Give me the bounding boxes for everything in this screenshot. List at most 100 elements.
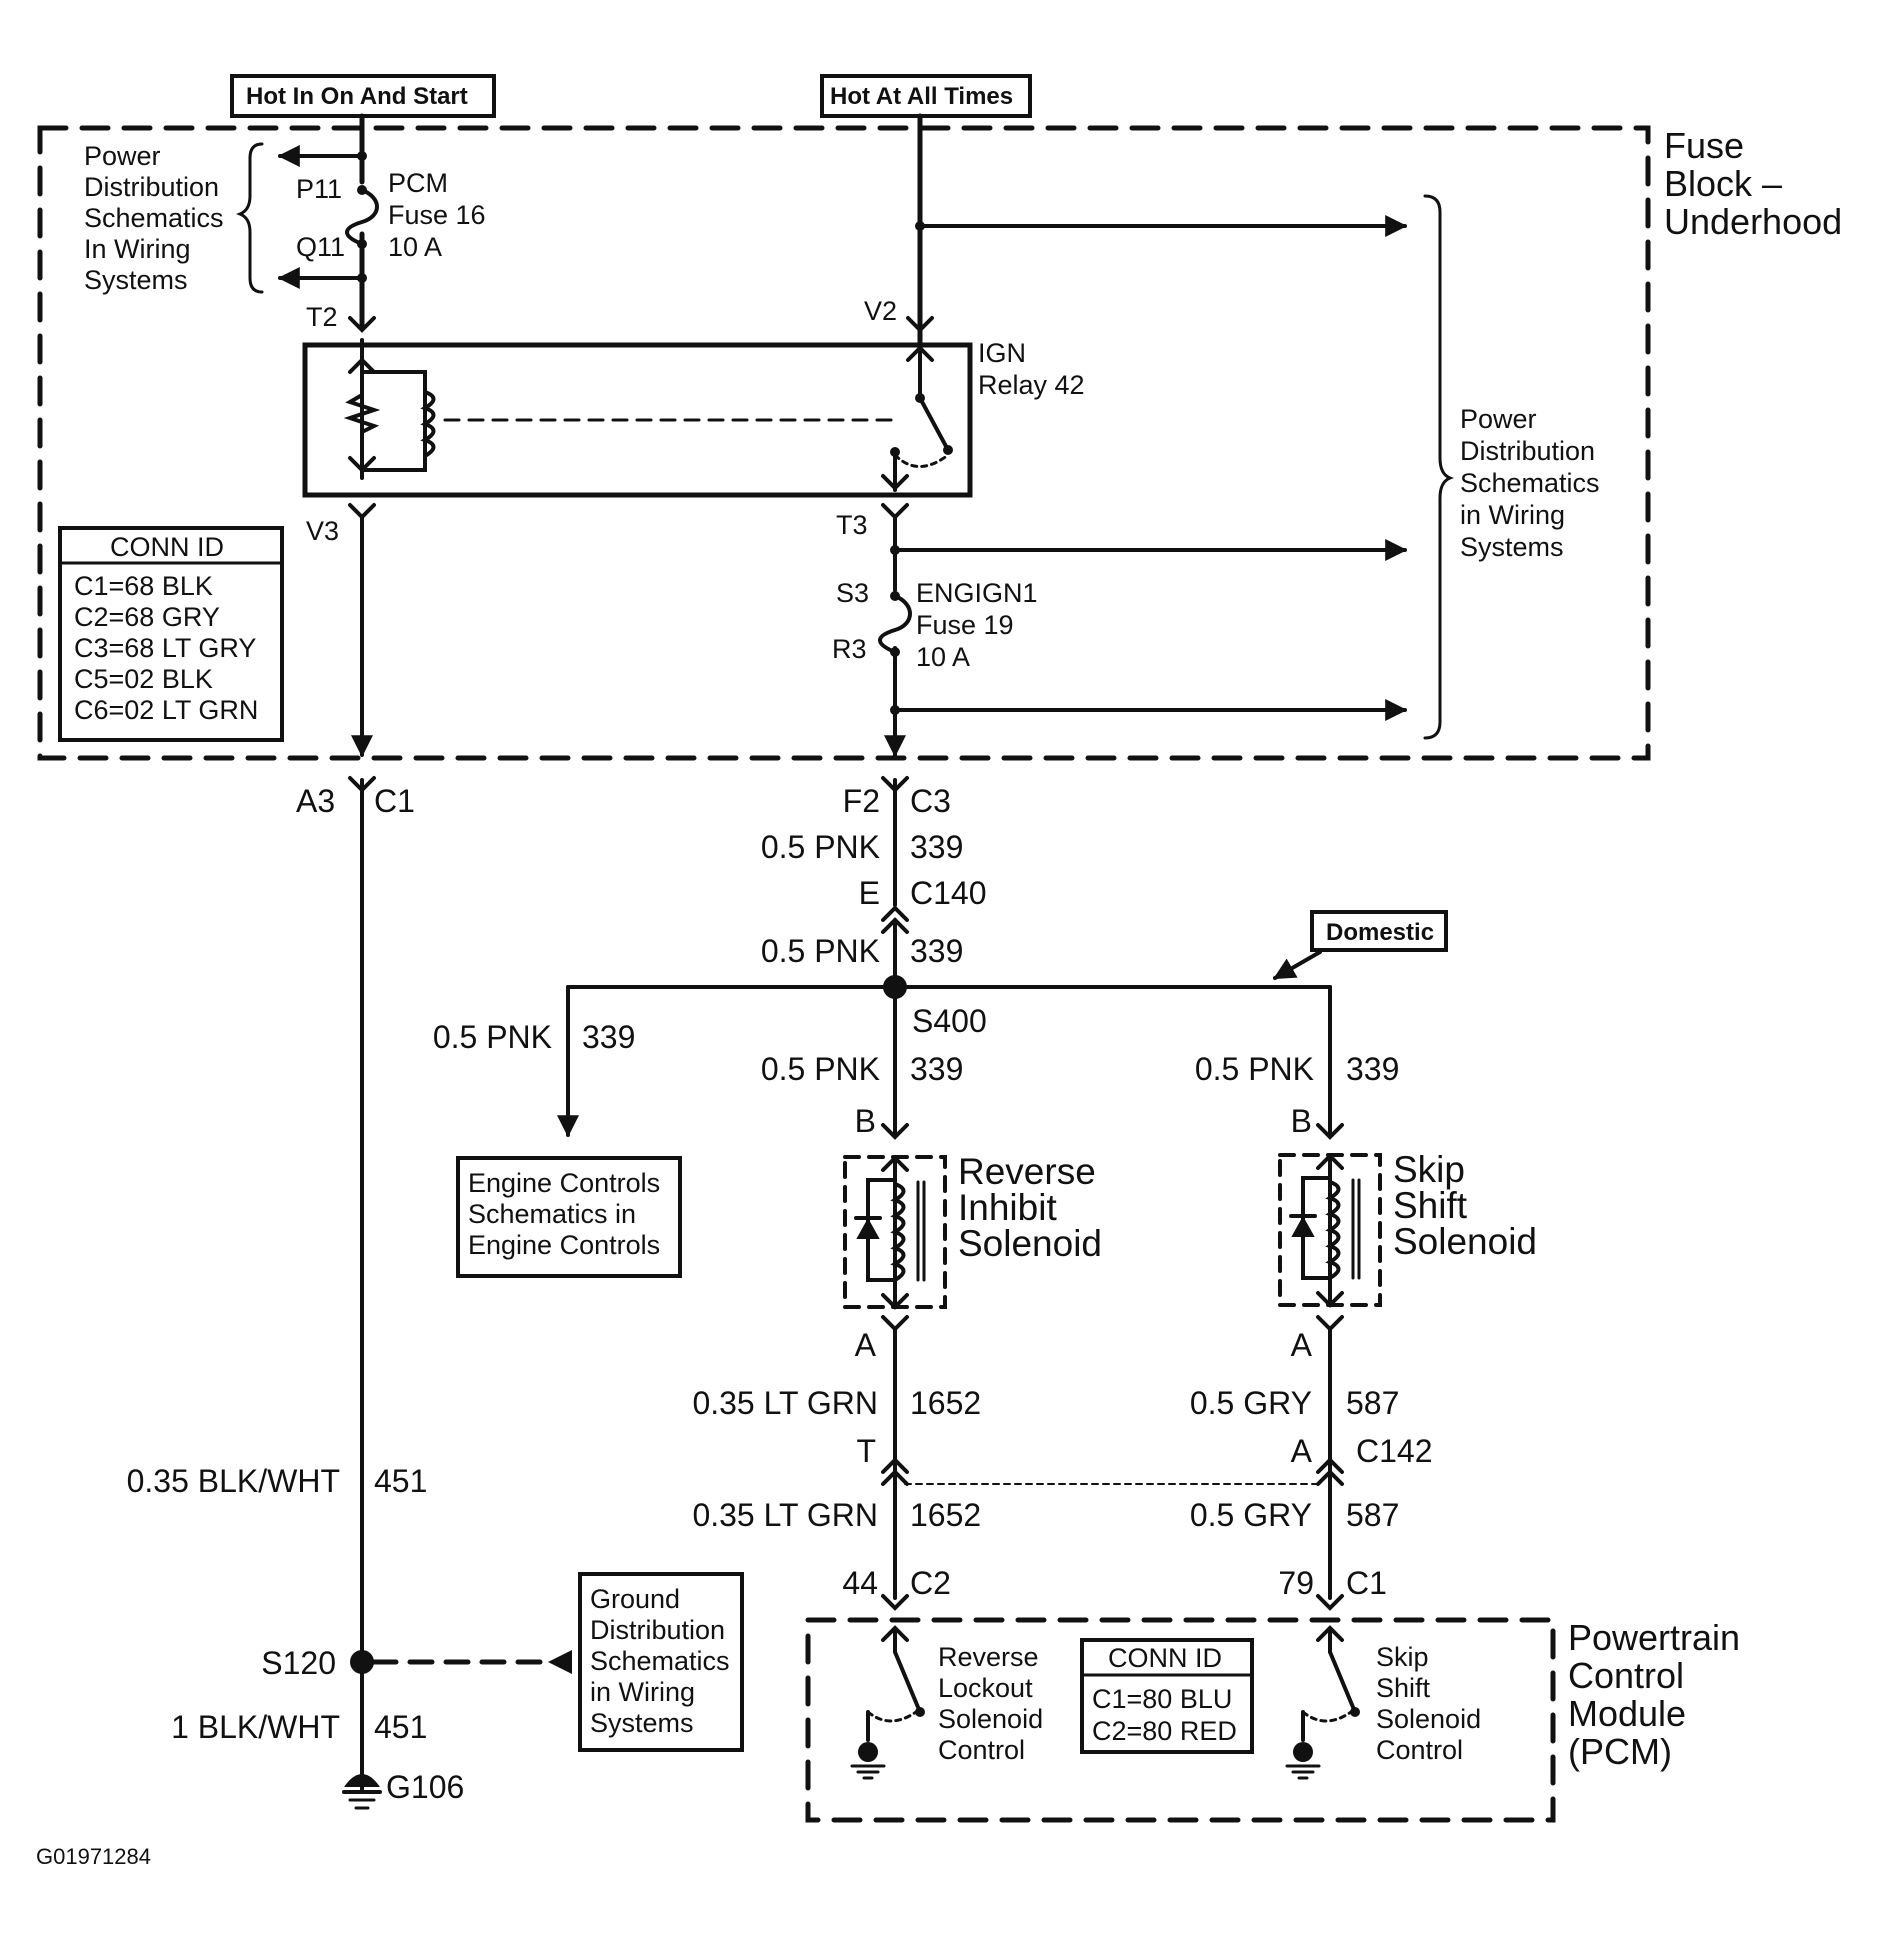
wire-587-color-1: 0.5 GRY	[1190, 1385, 1312, 1421]
pin-q11: Q11	[296, 232, 345, 262]
relay-resistor	[343, 393, 381, 434]
wire-339-color-1: 0.5 PNK	[761, 829, 880, 865]
skip-solenoid-coil	[1325, 1180, 1341, 1280]
svg-text:in Wiring: in Wiring	[1460, 500, 1565, 530]
svg-text:Powertrain: Powertrain	[1568, 1617, 1740, 1658]
ground-distribution-box	[578, 1572, 744, 1752]
skip-solenoid-pin-a: A	[1291, 1327, 1313, 1363]
svg-text:C1=68 BLK: C1=68 BLK	[74, 571, 213, 601]
svg-text:PCM: PCM	[388, 168, 448, 198]
conn-c1-fuse: C1	[374, 783, 415, 819]
relay-switch	[918, 396, 950, 452]
wire-339-circuit-1: 339	[910, 829, 963, 865]
reverse-solenoid-label: Reverse Inhibit Solenoid	[958, 1151, 1102, 1264]
svg-text:Block –: Block –	[1664, 163, 1782, 204]
svg-text:Skip: Skip	[1393, 1149, 1465, 1190]
conn-id-fuse-box	[58, 526, 284, 742]
svg-text:Control: Control	[938, 1735, 1025, 1765]
c140-connector	[881, 905, 909, 922]
svg-text:Schematics: Schematics	[590, 1646, 730, 1676]
conn-id-fuse-text: CONN ID C1=68 BLK C2=68 GRY C3=68 LT GRY…	[74, 532, 258, 725]
pcm-conn-c1: C1	[1346, 1565, 1387, 1601]
wire-339-skip-circuit: 339	[1346, 1051, 1399, 1087]
engign-fuse-symbol	[878, 594, 912, 654]
hot-all-times-tag	[820, 74, 1032, 118]
svg-text:C6=02 LT GRN: C6=02 LT GRN	[74, 695, 258, 725]
power-dist-left-label: Power Distribution Schematics In Wiring …	[84, 141, 224, 295]
c142-connector-right	[1316, 1457, 1344, 1474]
ign-relay-label: IGN Relay 42	[978, 338, 1085, 400]
g106-ground-icon	[342, 1774, 382, 1810]
svg-text:Systems: Systems	[84, 265, 188, 295]
reverse-solenoid-diode	[856, 1217, 880, 1239]
pcm-fuse-symbol	[345, 188, 379, 246]
svg-text:Schematics: Schematics	[84, 203, 224, 233]
ground-distribution-text: Ground Distribution Schematics in Wiring…	[590, 1584, 730, 1738]
svg-text:In Wiring: In Wiring	[84, 234, 191, 264]
svg-text:Distribution: Distribution	[84, 172, 219, 202]
svg-text:C5=02 BLK: C5=02 BLK	[74, 664, 213, 694]
pcm-title: Powertrain Control Module (PCM)	[1568, 1617, 1740, 1772]
conn-c3: C3	[910, 783, 951, 819]
svg-text:Fuse 19: Fuse 19	[916, 610, 1014, 640]
fuse-block-title: Fuse Block – Underhood	[1664, 125, 1842, 242]
pin-a3: A3	[296, 783, 335, 819]
figure-id: G01971284	[36, 1844, 151, 1869]
terminal-v3: V3	[306, 516, 339, 546]
terminal-v2: V2	[864, 296, 897, 326]
svg-text:Systems: Systems	[590, 1708, 694, 1738]
wire-451-lower-color: 1 BLK/WHT	[171, 1709, 340, 1745]
c140-pin-e: E	[859, 875, 880, 911]
power-dist-left-brace	[235, 142, 264, 294]
svg-text:Lockout: Lockout	[938, 1673, 1033, 1703]
svg-text:C2=68 GRY: C2=68 GRY	[74, 602, 220, 632]
pcm-boundary	[805, 1617, 1556, 1823]
svg-text:Skip: Skip	[1376, 1642, 1429, 1672]
wire-1652-circuit-2: 1652	[910, 1497, 981, 1533]
svg-text:Solenoid: Solenoid	[1393, 1221, 1537, 1262]
wire-1652-color-1: 0.35 LT GRN	[692, 1385, 878, 1421]
reverse-solenoid-coil	[890, 1182, 906, 1282]
pcm-pin-79: 79	[1278, 1565, 1314, 1601]
reverse-solenoid-pin-b: B	[855, 1103, 876, 1139]
wire-451-lower-circuit: 451	[374, 1709, 427, 1745]
pcm-conn-id-box	[1080, 1638, 1254, 1754]
svg-text:Ground: Ground	[590, 1584, 680, 1614]
splice-s120-label: S120	[261, 1645, 336, 1681]
svg-text:ENGIGN1: ENGIGN1	[916, 578, 1038, 608]
engine-branch-circuit: 339	[582, 1019, 635, 1055]
svg-text:Shift: Shift	[1393, 1185, 1468, 1226]
wire-451-upper-color: 0.35 BLK/WHT	[127, 1463, 340, 1499]
hot-on-start-label: Hot In On And Start	[246, 83, 468, 110]
svg-text:Engine Controls: Engine Controls	[468, 1230, 660, 1260]
wire-339-color-3: 0.5 PNK	[761, 1051, 880, 1087]
reverse-lockout-switch	[893, 1650, 922, 1714]
reverse-lockout-ground-icon	[850, 1742, 886, 1780]
svg-text:Power: Power	[84, 141, 161, 171]
power-dist-right-brace	[1423, 194, 1455, 740]
wire-1652-circuit-1: 1652	[910, 1385, 981, 1421]
svg-text:Relay 42: Relay 42	[978, 370, 1085, 400]
relay-coil	[420, 390, 436, 458]
svg-text:Engine Controls: Engine Controls	[468, 1168, 660, 1198]
reverse-lockout-control-label: Reverse Lockout Solenoid Control	[938, 1642, 1043, 1765]
svg-text:Solenoid: Solenoid	[1376, 1704, 1481, 1734]
terminal-r3: R3	[832, 634, 867, 664]
svg-text:IGN: IGN	[978, 338, 1026, 368]
terminal-s3: S3	[836, 578, 869, 608]
wire-587-color-2: 0.5 GRY	[1190, 1497, 1312, 1533]
engign-fuse-label: ENGIGN1 Fuse 19 10 A	[916, 578, 1038, 672]
wire-339-skip-color: 0.5 PNK	[1195, 1051, 1314, 1087]
domestic-label: Domestic	[1326, 919, 1434, 946]
svg-text:Solenoid: Solenoid	[958, 1223, 1102, 1264]
ign-relay-box	[302, 342, 973, 498]
svg-text:in Wiring: in Wiring	[590, 1677, 695, 1707]
wire-339-circuit-3: 339	[910, 1051, 963, 1087]
c140-label: C140	[910, 875, 987, 911]
reverse-solenoid-pin-a: A	[855, 1327, 877, 1363]
terminal-t3: T3	[836, 510, 868, 540]
svg-text:Power: Power	[1460, 404, 1537, 434]
fuse-block-boundary	[37, 125, 1651, 761]
hot-all-times-label: Hot At All Times	[830, 83, 1013, 110]
skip-shift-control-label: Skip Shift Solenoid Control	[1376, 1642, 1481, 1765]
